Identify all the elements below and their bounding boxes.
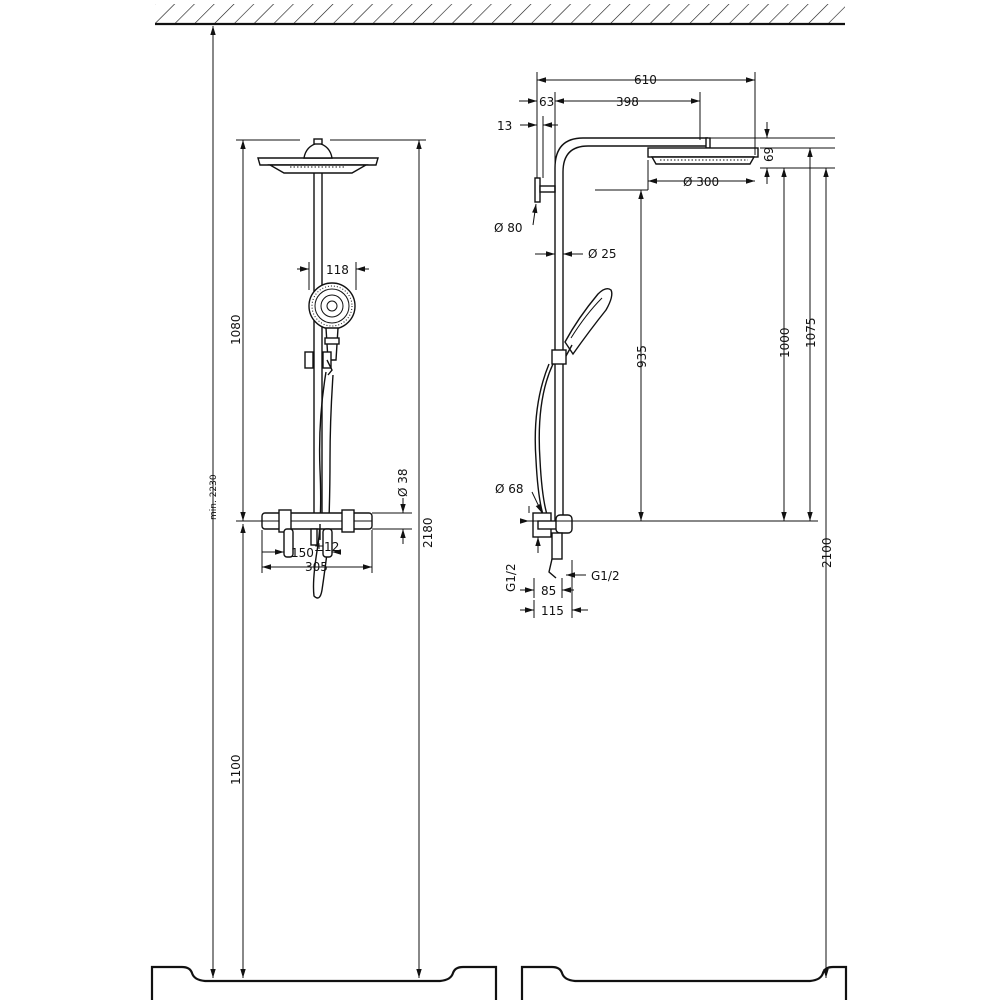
thermostat-width-label: 305 — [305, 560, 328, 574]
front-view-shower — [257, 138, 379, 599]
ceiling — [155, 4, 845, 26]
thermostat-diameter-label: Ø 38 — [396, 468, 410, 497]
inlet-tolerance-label: ±12 — [314, 540, 339, 554]
arm-length-label: 398 — [616, 95, 639, 109]
head-height-label: 1000 — [778, 327, 792, 358]
bar-height-label: 935 — [635, 345, 649, 368]
floor-right — [520, 965, 848, 1000]
upper-height-label: 1080 — [229, 314, 243, 345]
riser-diameter-label: Ø 25 — [588, 247, 617, 261]
arm-height-label: 1075 — [804, 317, 818, 348]
projection-total-label: 610 — [634, 73, 657, 87]
total-height-label-side: 2100 — [820, 537, 834, 568]
lower-height-label: 1100 — [229, 754, 243, 785]
wall-plate-diameter-label: Ø 80 — [494, 221, 523, 235]
wall-plate-offset-label: 13 — [497, 119, 512, 133]
head-thickness-label: 69 — [762, 147, 776, 162]
inlet-thread-left-label: G1/2 — [504, 563, 518, 592]
escutcheon-diameter-label: Ø 68 — [495, 482, 524, 496]
min-height-label: min. 2230 — [209, 474, 219, 520]
mixer-depth-label: 115 — [541, 604, 564, 618]
head-diameter-label: Ø 300 — [683, 175, 719, 189]
inlet-thread-right-label: G1/2 — [591, 569, 620, 583]
front-dimensions — [210, 26, 426, 978]
wall-to-arm-label: 63 — [539, 95, 554, 109]
inlet-depth-label: 85 — [541, 584, 556, 598]
total-height-label: 2180 — [421, 517, 435, 548]
handshower-width-label: 118 — [326, 263, 349, 277]
floor-left — [150, 965, 498, 1000]
inlet-centres-label: 150 — [291, 546, 314, 560]
side-dimensions — [519, 72, 835, 978]
